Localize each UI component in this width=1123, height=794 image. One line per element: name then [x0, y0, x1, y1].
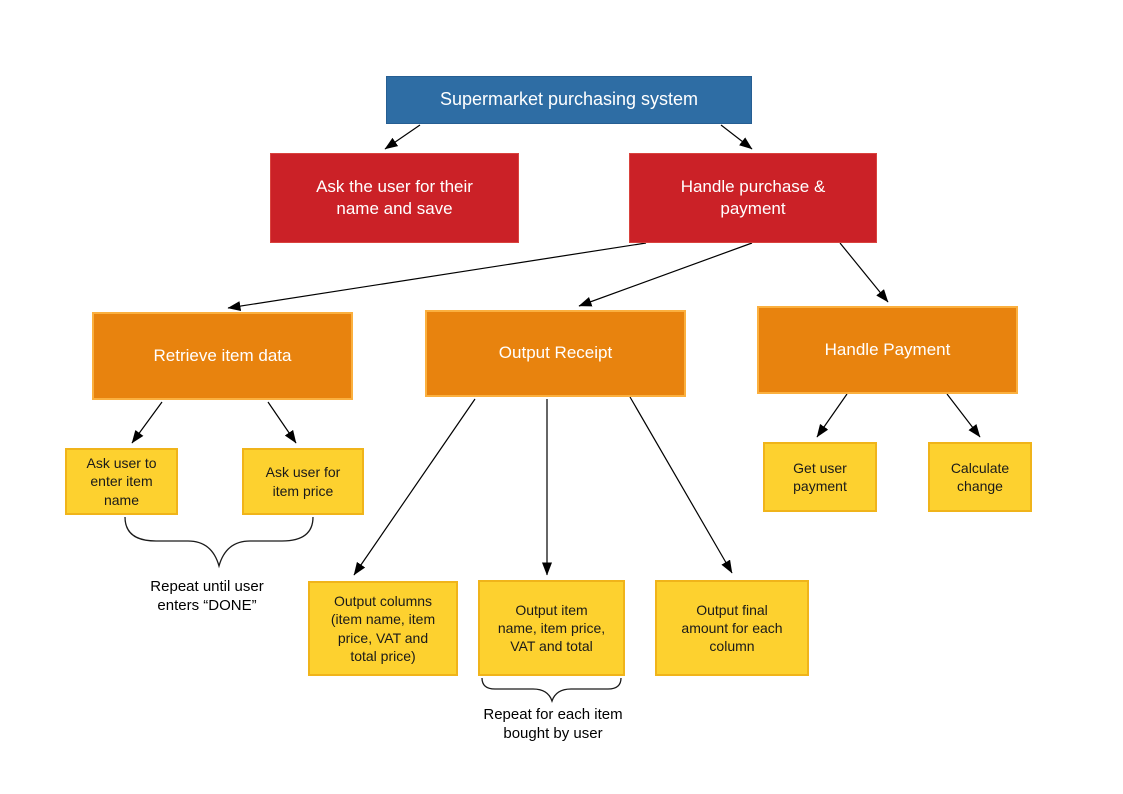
arrow-retrieve-to-item-price	[267, 401, 297, 444]
arrow-receipt-to-output-final	[629, 396, 733, 574]
node-ask-item-name[interactable]: Ask user to enter item name	[65, 448, 178, 515]
node-retrieve-item-data[interactable]: Retrieve item data	[92, 312, 353, 400]
node-handle-payment[interactable]: Handle Payment	[757, 306, 1018, 394]
arrow-purchase-to-handle-payment	[839, 242, 889, 303]
arrow-purchase-to-output-receipt	[578, 242, 753, 307]
node-get-user-payment[interactable]: Get user payment	[763, 442, 877, 512]
annotation-repeat-until-done: Repeat until user enters “DONE”	[150, 578, 264, 614]
node-output-columns[interactable]: Output columns (item name, item price, V…	[308, 581, 458, 676]
arrow-root-to-ask-name	[384, 124, 421, 150]
node-ask-item-price[interactable]: Ask user for item price	[242, 448, 364, 515]
arrow-retrieve-to-item-name	[131, 401, 163, 444]
arrow-receipt-to-output-columns	[353, 398, 476, 576]
brace-repeat-each-item	[481, 677, 622, 704]
arrow-payment-to-get-payment	[816, 393, 848, 438]
node-output-item-details[interactable]: Output item name, item price, VAT and to…	[478, 580, 625, 676]
node-calculate-change[interactable]: Calculate change	[928, 442, 1032, 512]
arrow-purchase-to-retrieve-item	[227, 242, 647, 312]
arrow-root-to-handle-purchase	[720, 124, 753, 150]
arrow-payment-to-calc-change	[946, 393, 981, 438]
node-supermarket-purchasing-system[interactable]: Supermarket purchasing system	[386, 76, 752, 124]
brace-repeat-until-done	[124, 516, 314, 569]
node-output-receipt[interactable]: Output Receipt	[425, 310, 686, 397]
node-output-final-amount[interactable]: Output final amount for each column	[655, 580, 809, 676]
annotation-repeat-each-item: Repeat for each item bought by user	[483, 706, 623, 742]
node-handle-purchase-payment[interactable]: Handle purchase & payment	[629, 153, 877, 243]
node-ask-user-name[interactable]: Ask the user for their name and save	[270, 153, 519, 243]
